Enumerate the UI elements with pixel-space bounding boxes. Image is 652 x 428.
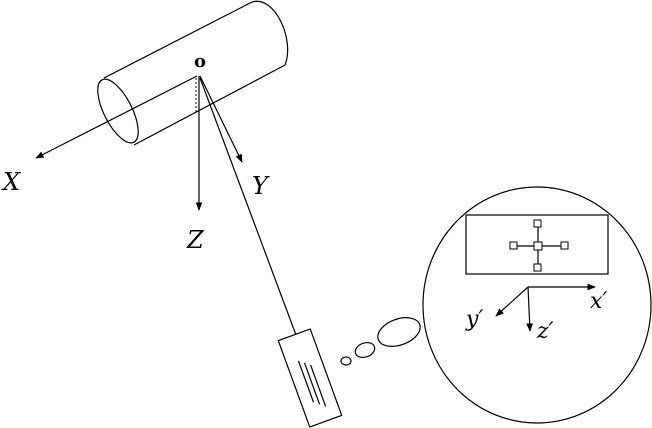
target-bottom-square	[533, 263, 542, 272]
camera-line-3	[310, 364, 327, 407]
origin-label: o	[194, 51, 206, 72]
image-frame	[465, 214, 609, 275]
image-view-ellipse	[422, 186, 652, 424]
cylinder	[97, 0, 289, 146]
bubble-small	[340, 356, 352, 366]
camera-rect	[277, 328, 343, 428]
bubble-large	[377, 317, 421, 347]
camera-ray	[199, 77, 297, 336]
y-axis-arrow	[199, 75, 243, 163]
camera-body	[277, 328, 343, 428]
target-left-square	[509, 241, 518, 250]
z-prime-label: z′	[536, 319, 554, 344]
z-prime-arrow	[526, 286, 534, 332]
y-prime-label: y′	[465, 307, 483, 332]
target-top-square	[533, 219, 542, 228]
x-prime-label: x′	[590, 289, 607, 314]
thought-bubbles	[340, 317, 421, 366]
cylinder-back-arc	[251, 0, 289, 66]
cylinder-top-edge	[103, 1, 253, 79]
camera-line-2	[303, 362, 321, 405]
cylinder-front-ellipse	[97, 78, 139, 144]
y-prime-arrow	[495, 286, 529, 317]
image-axes: x′ y′ z′	[465, 283, 607, 344]
y-axis-label: Y	[252, 172, 270, 200]
z-axis-label: Z	[186, 226, 205, 254]
image-rect	[465, 214, 609, 275]
target-right-square	[560, 241, 569, 250]
x-axis-label: X	[1, 168, 21, 196]
x-axis-arrow	[35, 75, 198, 159]
target-center-square	[533, 241, 543, 251]
camera-line-1	[297, 360, 315, 403]
world-axes: X Y Z	[1, 75, 270, 254]
bubble-medium	[354, 341, 376, 359]
